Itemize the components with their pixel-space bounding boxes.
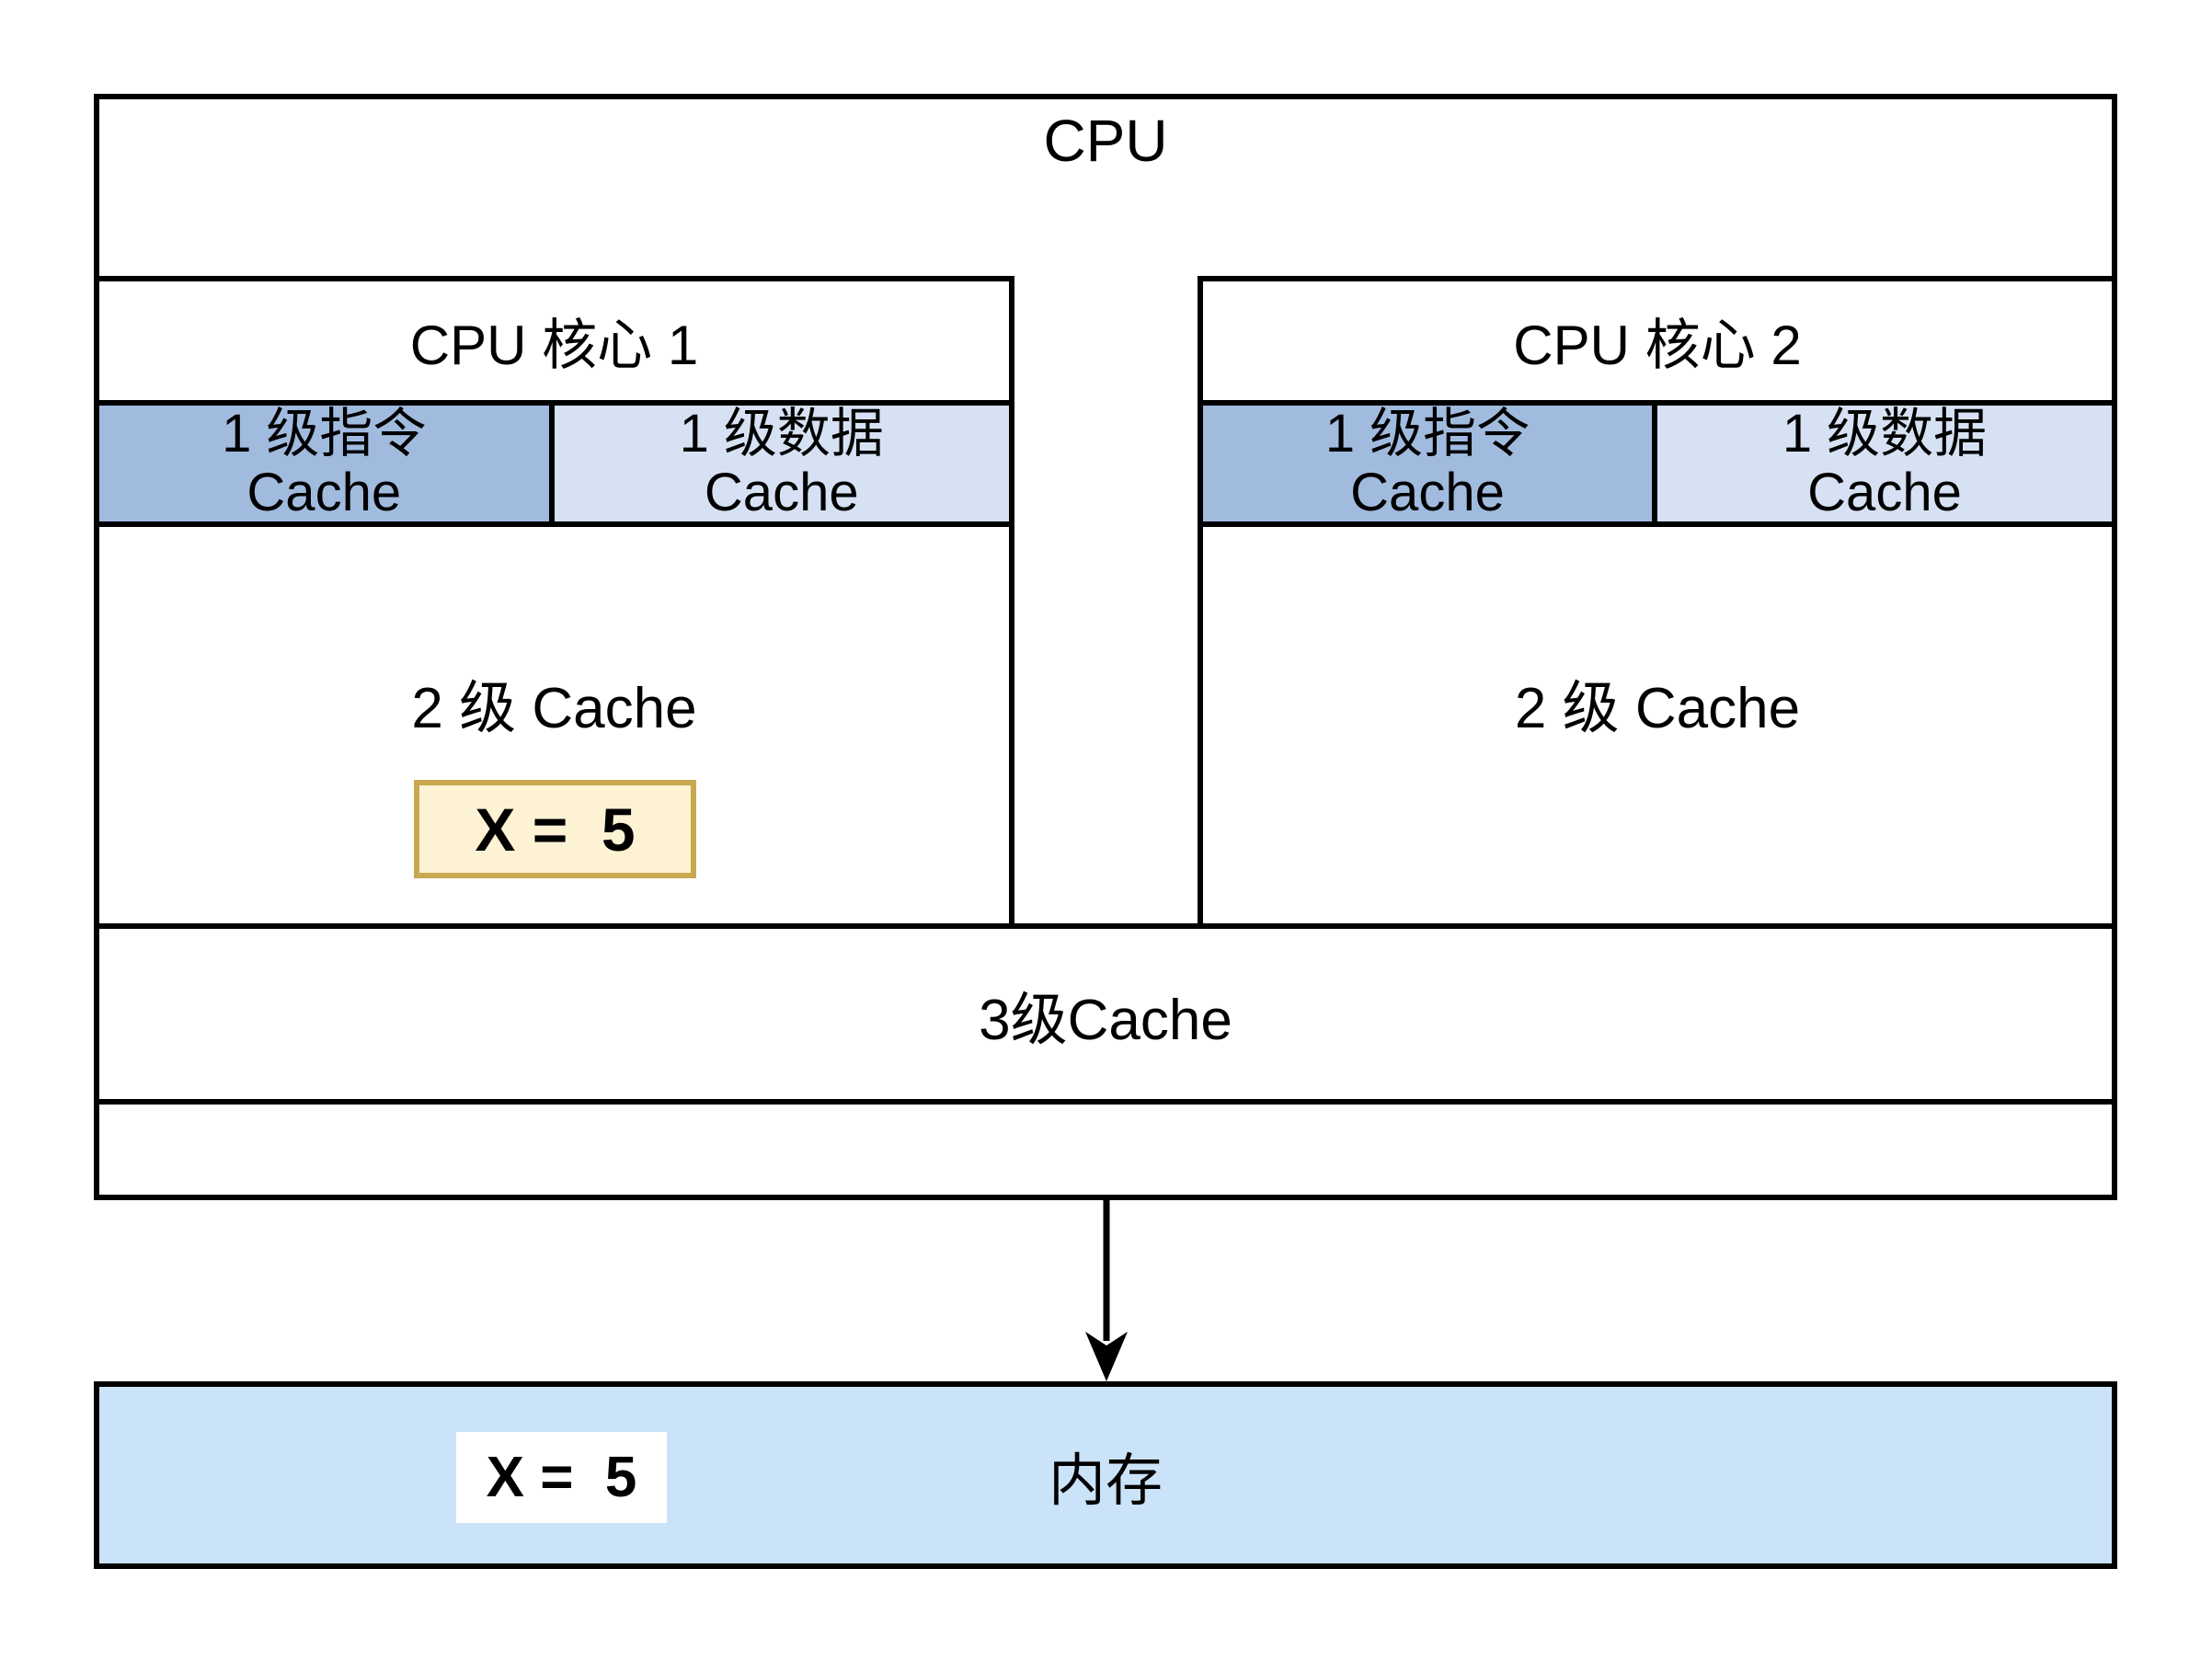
core-2-l1-instruction-line1: 1 级指令: [1324, 404, 1530, 464]
memory-label: 内存: [99, 1387, 2112, 1563]
core-1-l1-data-line1: 1 级数据: [679, 404, 884, 464]
core-1-l1-instruction-line1: 1 级指令: [222, 404, 427, 464]
memory-box: X = 5 内存: [94, 1381, 2117, 1569]
core-1-l1-data-line2: Cache: [704, 463, 859, 522]
core-2-l1-instruction-line2: Cache: [1350, 463, 1505, 522]
memory-label-text: 内存: [1048, 1449, 1163, 1513]
core-2-l2-cache-label: 2 级 Cache: [1514, 677, 1801, 740]
core-2-l1-row: 1 级指令 Cache 1 级数据 Cache: [1198, 400, 2117, 527]
cpu-core-2-title: CPU 核心 2: [1513, 315, 1802, 376]
core-1-l2-cache-label: 2 级 Cache: [411, 677, 697, 740]
memory-value-box: X = 5: [456, 1432, 667, 1523]
core-2-l1-instruction-cache: 1 级指令 Cache: [1198, 400, 1657, 527]
core-1-l1-instruction-line2: Cache: [246, 463, 402, 522]
core-1-l1-data-cache: 1 级数据 Cache: [554, 400, 1014, 527]
cpu-core-1-title: CPU 核心 1: [409, 315, 699, 376]
core-2-l1-data-line1: 1 级数据: [1782, 404, 1988, 464]
core-1-l1-instruction-cache: 1 级指令 Cache: [94, 400, 555, 527]
core-2-l1-data-cache: 1 级数据 Cache: [1657, 400, 2117, 527]
l3-cache-band: 3级Cache: [94, 923, 2117, 1105]
l3-cache-label: 3级Cache: [979, 988, 1232, 1052]
core-1-l2-value: X = 5: [475, 795, 636, 864]
memory-value: X = 5: [486, 1446, 637, 1509]
core-1-l2-value-box: X = 5: [414, 780, 696, 878]
cpu-bottom-band: [94, 1099, 2117, 1200]
cpu-title: CPU: [1043, 108, 1168, 174]
core-2-l1-data-line2: Cache: [1807, 463, 1962, 522]
cpu-core-2-box: [1198, 276, 2117, 929]
core-1-l1-row: 1 级指令 Cache 1 级数据 Cache: [94, 400, 1014, 527]
